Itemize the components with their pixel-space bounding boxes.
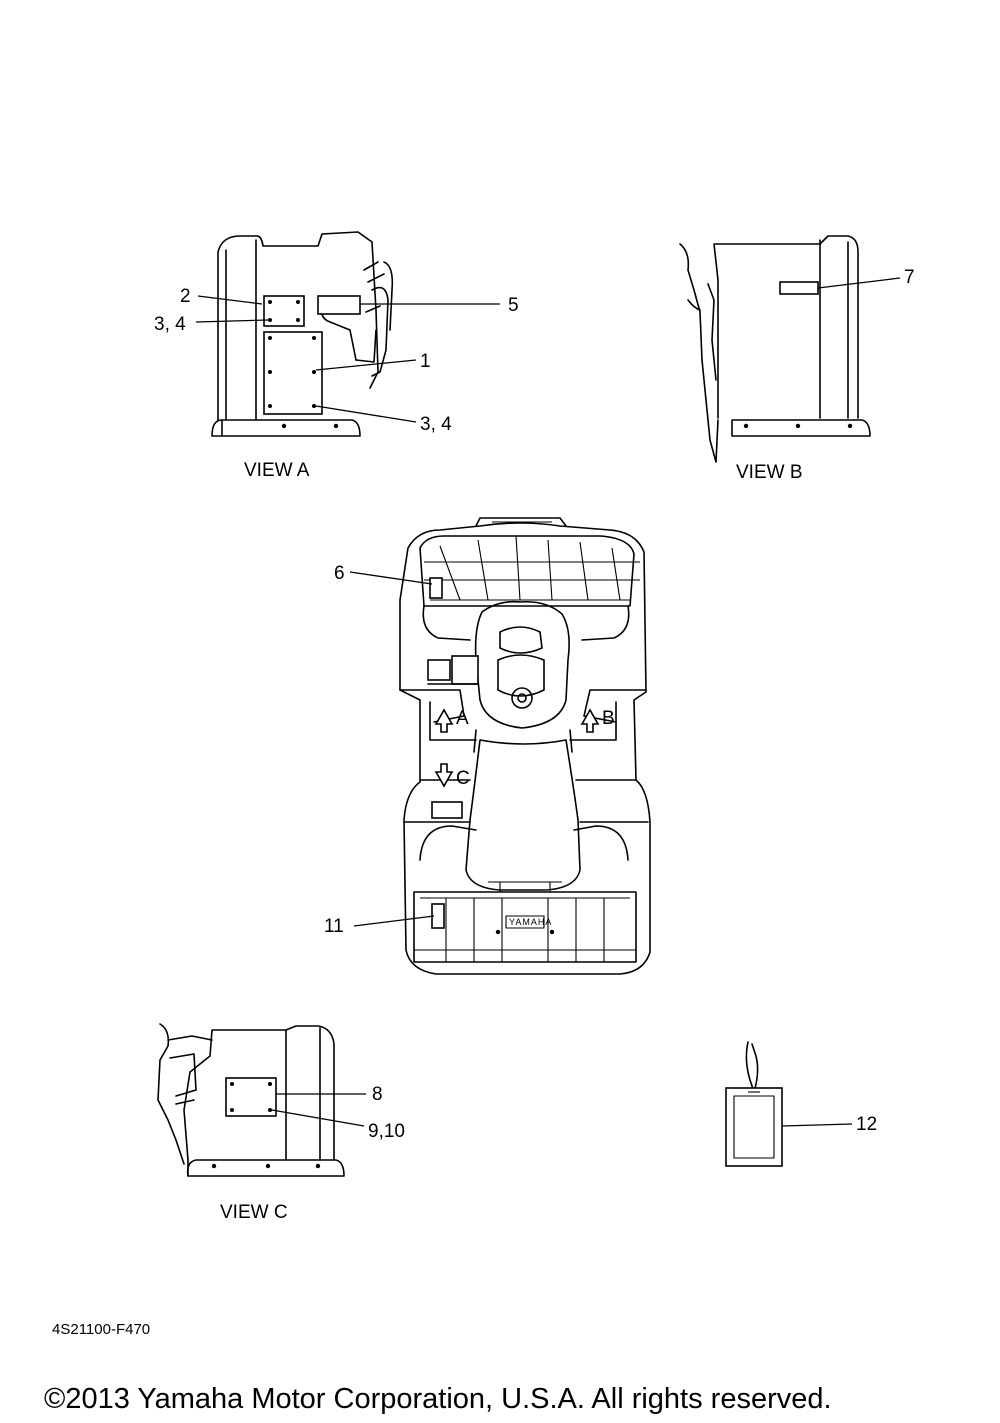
callout-3-4-lower: 3, 4 bbox=[420, 414, 452, 435]
arrow-label-b: B bbox=[602, 708, 615, 729]
callout-3-4-upper: 3, 4 bbox=[154, 314, 186, 335]
view-a-drawing bbox=[211, 231, 394, 437]
arrow-label-c: C bbox=[456, 768, 470, 789]
rear-rack-brand: YAMAHA bbox=[509, 917, 552, 927]
view-c-label: VIEW C bbox=[220, 1202, 288, 1223]
leader-3-4-lower bbox=[315, 405, 417, 423]
leader-7 bbox=[817, 277, 901, 289]
hang-tag-12 bbox=[725, 1041, 783, 1167]
callout-6: 6 bbox=[334, 563, 345, 584]
view-b-drawing bbox=[679, 235, 871, 463]
atv-top-view: YAMAHA bbox=[399, 517, 651, 975]
callout-8: 8 bbox=[372, 1084, 383, 1105]
copyright-notice: ©2013 Yamaha Motor Corporation, U.S.A. A… bbox=[44, 1383, 832, 1415]
callout-11: 11 bbox=[324, 916, 344, 937]
leader-11 bbox=[353, 915, 435, 927]
view-c-drawing bbox=[157, 1023, 345, 1177]
callout-2: 2 bbox=[180, 286, 191, 307]
leader-2 bbox=[197, 295, 263, 305]
leader-9-10 bbox=[271, 1109, 365, 1127]
leader-12 bbox=[781, 1123, 853, 1127]
leader-6 bbox=[349, 571, 433, 585]
arrow-label-a: A bbox=[456, 708, 469, 729]
view-b-label: VIEW B bbox=[736, 462, 803, 483]
leader-1 bbox=[315, 359, 417, 371]
view-a-label: VIEW A bbox=[244, 460, 310, 481]
callout-1: 1 bbox=[420, 351, 431, 372]
callout-9-10: 9,10 bbox=[368, 1121, 405, 1142]
callout-12: 12 bbox=[856, 1114, 877, 1135]
callout-7: 7 bbox=[904, 267, 915, 288]
callout-5: 5 bbox=[508, 295, 519, 316]
part-code: 4S21100-F470 bbox=[52, 1321, 150, 1338]
leader-3-4-upper bbox=[195, 319, 269, 323]
